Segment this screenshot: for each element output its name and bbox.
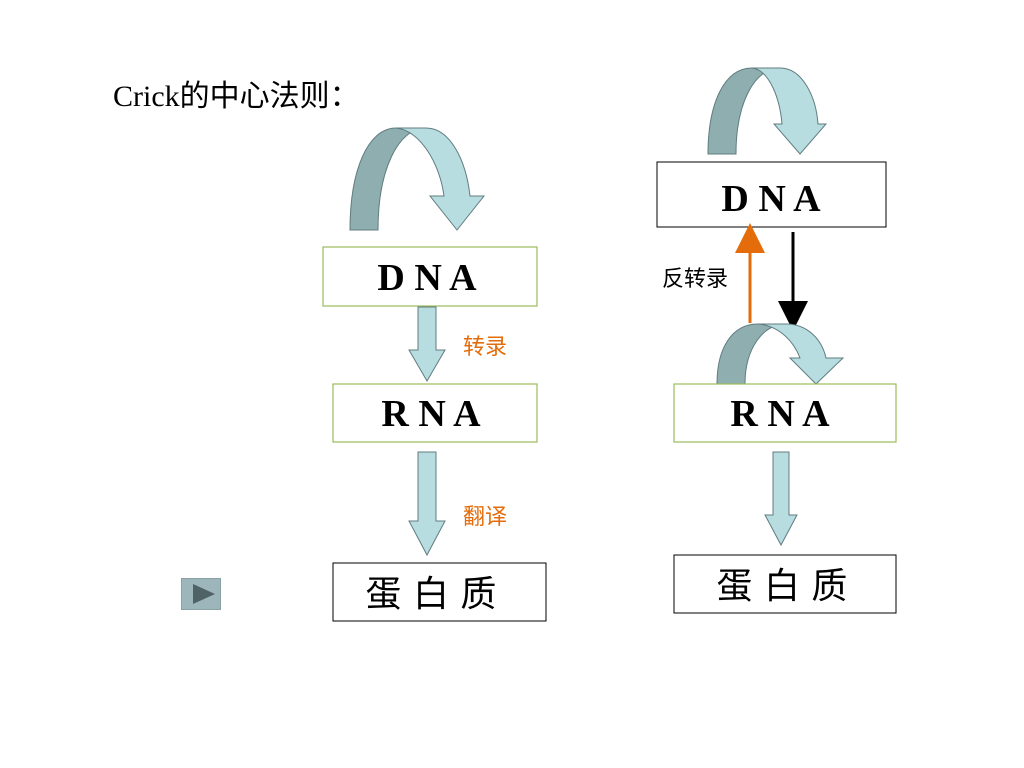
dna-box-right: D N A: [656, 161, 887, 228]
protein-label-right: 蛋 白 质: [717, 566, 848, 607]
replication-curved-arrow-icon-right-rna: [716, 323, 845, 385]
rna-box-right: R N A: [673, 383, 897, 443]
translation-arrow-right: [764, 451, 798, 547]
reverse-transcription-label: 反转录: [662, 267, 728, 292]
replication-curved-arrow-icon-left: [349, 127, 486, 231]
transcription-label: 转录: [463, 335, 507, 360]
dna-box-left: D N A: [322, 246, 538, 307]
protein-box-right: 蛋 白 质: [673, 554, 897, 614]
play-icon: [193, 584, 215, 604]
dna-label-right: D N A: [721, 178, 821, 220]
page-title: Crick的中心法则：: [113, 80, 360, 113]
rna-box-left: R N A: [332, 383, 538, 443]
rna-label-left: R N A: [381, 393, 481, 435]
dna-label-left: D N A: [377, 257, 477, 299]
translation-label: 翻译: [463, 505, 507, 530]
protein-box-left: 蛋 白 质: [332, 562, 547, 622]
replication-curved-arrow-icon-right-dna: [707, 67, 828, 155]
transcription-arrow-left: [408, 306, 446, 382]
protein-label-left: 蛋 白 质: [366, 574, 497, 615]
rna-label-right: R N A: [730, 393, 830, 435]
translation-arrow-left: [408, 451, 446, 557]
play-button[interactable]: [181, 578, 221, 610]
